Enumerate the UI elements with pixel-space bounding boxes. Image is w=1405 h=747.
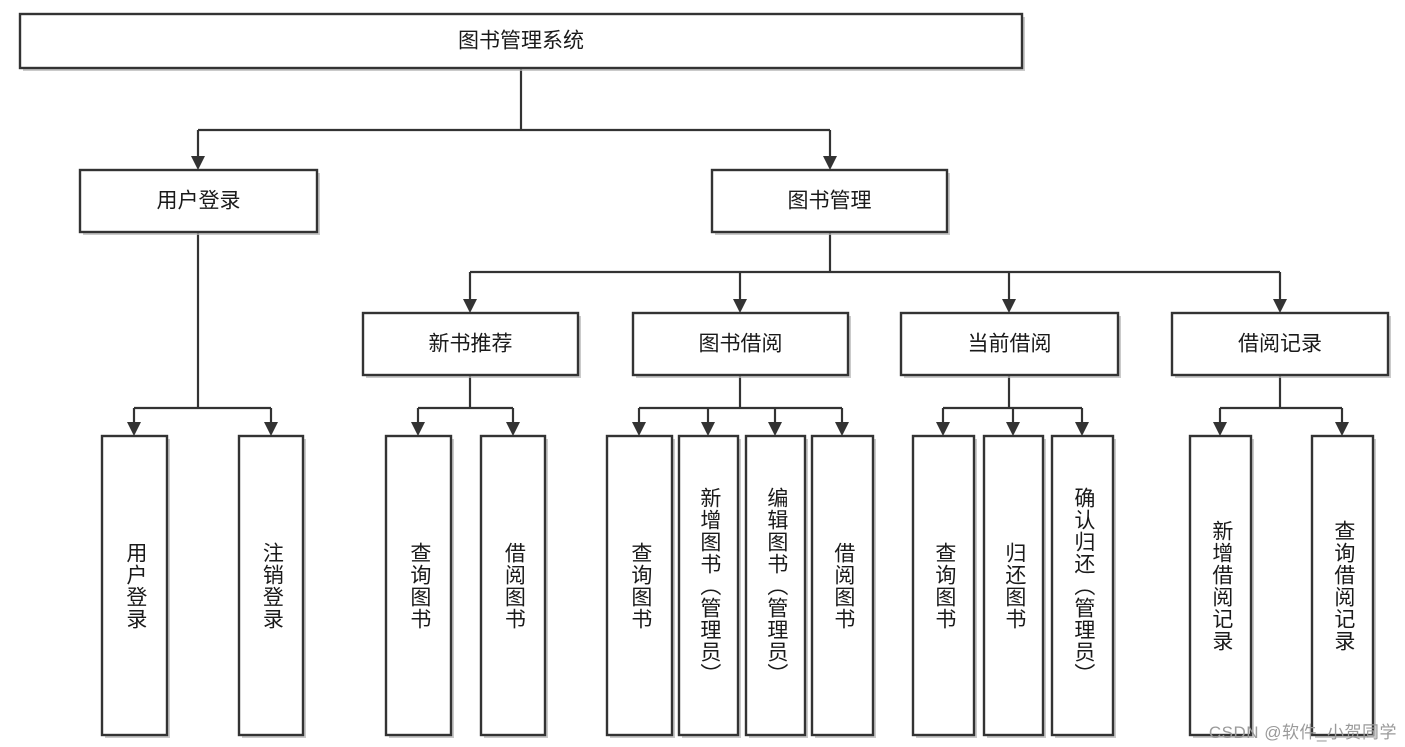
arrow-head-icon — [411, 422, 425, 436]
node-box[interactable] — [100, 434, 169, 737]
node-bookmgmt[interactable]: 图书管理 — [710, 168, 950, 235]
node-current[interactable]: 当前借阅 — [899, 311, 1121, 378]
node-leaf-borrow-lend[interactable] — [810, 434, 876, 738]
node-login[interactable]: 用户登录 — [78, 168, 320, 235]
arrow-head-icon — [191, 156, 205, 170]
conn-current-to-leaves — [936, 375, 1089, 436]
arrow-head-icon — [1006, 422, 1020, 436]
arrow-head-icon — [463, 299, 477, 313]
arrow-head-icon — [632, 422, 646, 436]
node-box[interactable] — [18, 12, 1024, 70]
node-leaf-newbook-borrow[interactable] — [479, 434, 548, 738]
conn-root-to-level2 — [191, 68, 837, 170]
arrow-head-icon — [1002, 299, 1016, 313]
node-newbook[interactable]: 新书推荐 — [361, 311, 581, 378]
node-box[interactable] — [982, 434, 1045, 737]
conn-newbook-to-leaves — [411, 375, 520, 436]
node-box[interactable] — [605, 434, 674, 737]
arrow-head-icon — [1273, 299, 1287, 313]
arrow-head-icon — [823, 156, 837, 170]
node-box[interactable] — [237, 434, 305, 737]
node-leaf-user-login[interactable] — [100, 434, 170, 738]
node-box[interactable] — [1050, 434, 1115, 737]
node-borrow[interactable]: 图书借阅 — [631, 311, 851, 378]
node-leaf-current-return[interactable] — [982, 434, 1046, 738]
node-leaf-current-query[interactable] — [911, 434, 977, 738]
node-leaf-newbook-query[interactable] — [384, 434, 454, 738]
node-leaf-records-query[interactable] — [1310, 434, 1376, 738]
node-leaf-current-confirm[interactable] — [1050, 434, 1116, 738]
node-box[interactable] — [384, 434, 453, 737]
arrow-head-icon — [835, 422, 849, 436]
node-box[interactable] — [1188, 434, 1253, 737]
arrow-head-icon — [733, 299, 747, 313]
node-leaf-logout[interactable] — [237, 434, 306, 738]
node-box[interactable] — [810, 434, 875, 737]
arrow-head-icon — [264, 422, 278, 436]
node-label: 用户登录 — [157, 190, 241, 213]
node-box[interactable] — [744, 434, 807, 737]
node-box[interactable] — [479, 434, 547, 737]
node-label: 图书管理 — [788, 190, 872, 213]
connectors-layer — [127, 68, 1349, 436]
node-box[interactable] — [911, 434, 976, 737]
node-leaf-borrow-query[interactable] — [605, 434, 675, 738]
node-box[interactable] — [1310, 434, 1375, 737]
conn-bookmgmt-to-level3 — [463, 232, 1287, 313]
node-leaf-borrow-edit[interactable] — [744, 434, 808, 738]
node-records[interactable]: 借阅记录 — [1170, 311, 1391, 378]
conn-login-to-leaves — [127, 232, 278, 436]
conn-records-to-leaves — [1213, 375, 1349, 436]
node-box[interactable] — [361, 311, 580, 377]
arrow-head-icon — [1335, 422, 1349, 436]
conn-borrow-to-leaves — [632, 375, 849, 436]
node-label: 图书借阅 — [699, 333, 783, 356]
node-box[interactable] — [1170, 311, 1390, 377]
watermark-text: CSDN @软件_小贺同学 — [1208, 723, 1397, 742]
node-box[interactable] — [899, 311, 1120, 377]
node-box[interactable] — [710, 168, 949, 234]
node-leaf-records-add[interactable] — [1188, 434, 1254, 738]
arrow-head-icon — [127, 422, 141, 436]
arrow-head-icon — [1075, 422, 1089, 436]
arrow-head-icon — [936, 422, 950, 436]
node-label: 借阅记录 — [1238, 333, 1322, 356]
node-box[interactable] — [677, 434, 740, 737]
arrow-head-icon — [506, 422, 520, 436]
arrow-head-icon — [1213, 422, 1227, 436]
node-box[interactable] — [631, 311, 850, 377]
node-box[interactable] — [78, 168, 319, 234]
node-label: 新书推荐 — [429, 333, 513, 356]
node-label: 图书管理系统 — [458, 30, 584, 53]
node-root[interactable]: 图书管理系统 — [18, 12, 1025, 71]
node-label: 当前借阅 — [968, 333, 1052, 356]
node-leaf-borrow-add[interactable] — [677, 434, 741, 738]
arrow-head-icon — [701, 422, 715, 436]
arrow-head-icon — [768, 422, 782, 436]
